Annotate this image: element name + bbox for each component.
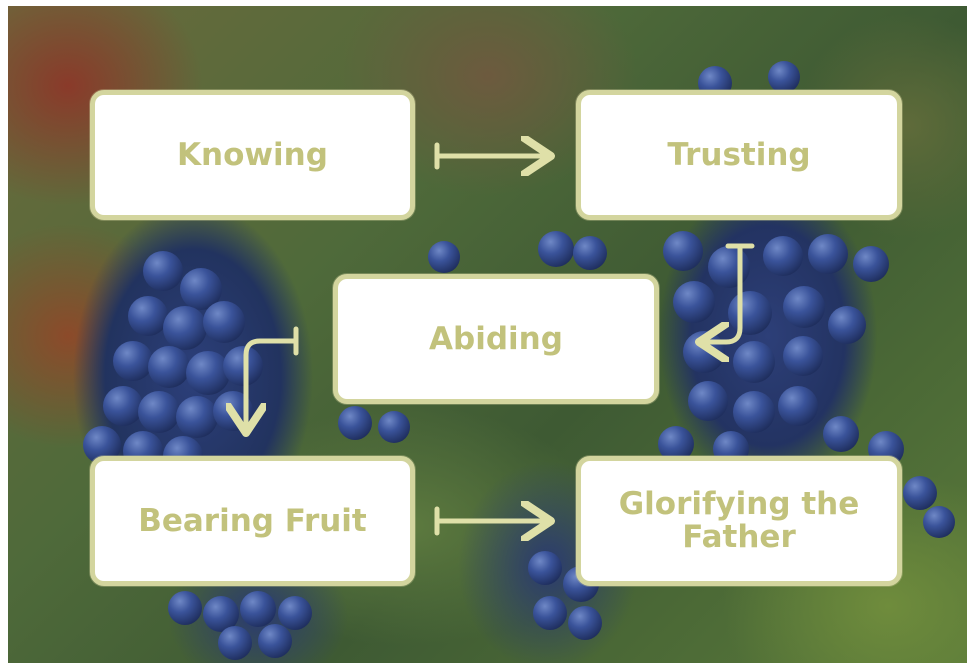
arrow-abiding-to-bearing-fruit (246, 329, 296, 428)
arrow-knowing-to-trusting (437, 145, 546, 167)
node-trusting: Trusting (576, 90, 902, 220)
node-knowing: Knowing (90, 90, 415, 220)
node-label: Knowing (177, 139, 328, 172)
node-label: Trusting (667, 139, 810, 172)
arrow-trusting-to-abiding (704, 246, 752, 342)
node-label: Bearing Fruit (138, 505, 367, 538)
node-label: Glorifying the Father (603, 488, 875, 553)
node-label: Abiding (429, 323, 563, 356)
node-glorifying-the-father: Glorifying the Father (576, 456, 902, 586)
arrow-bearing-fruit-to-glorifying (437, 509, 546, 533)
node-abiding: Abiding (333, 274, 659, 404)
node-bearing-fruit: Bearing Fruit (90, 456, 415, 586)
